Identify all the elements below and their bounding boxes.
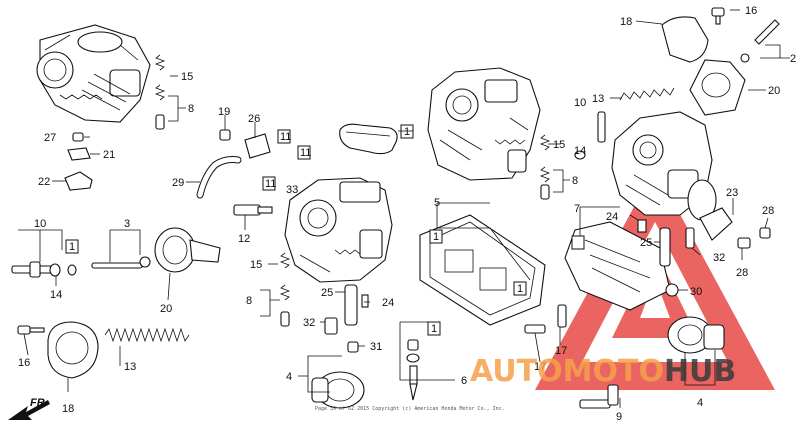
callout-16-top: 16	[745, 5, 757, 17]
fuel-rail-part	[564, 221, 671, 311]
callout-25-right: 25	[640, 237, 652, 249]
callout-28-b: 28	[736, 267, 748, 279]
gasket-part	[339, 123, 398, 155]
callout-17-b: 17	[534, 361, 546, 373]
carburetor-assembly-top-left	[36, 24, 151, 123]
callout-14-left: 14	[50, 289, 62, 301]
watermark-text: AUTOMOTOHUB	[470, 354, 736, 389]
callout-14-top: 14	[574, 145, 586, 157]
callout-8-left: 8	[188, 103, 194, 115]
center-lower-parts	[311, 304, 725, 409]
callout-18-bottom: 18	[62, 403, 74, 415]
callout-17-a: 17	[555, 345, 567, 357]
callout-9: 9	[616, 411, 622, 423]
callout-32-right: 32	[713, 252, 725, 264]
callout-4-left: 4	[286, 371, 292, 383]
callout-8-right: 8	[572, 175, 578, 187]
callout-10-left: 10	[34, 218, 46, 230]
callout-32-mid: 32	[303, 317, 315, 329]
callout-15-mid: 15	[250, 259, 262, 271]
callout-19: 19	[218, 106, 230, 118]
left-small-parts	[64, 54, 369, 353]
carburetor-assembly-right	[611, 111, 717, 221]
front-direction-arrow	[8, 400, 50, 420]
callout-1-needle: 1	[431, 323, 437, 335]
carburetor-assembly-top-center	[427, 67, 541, 181]
callout-28-a: 28	[762, 205, 774, 217]
callout-24-mid: 24	[382, 297, 394, 309]
leader-lines	[18, 9, 790, 408]
callout-11-a: 11	[280, 131, 291, 143]
callout-1-bowl: 1	[433, 231, 439, 243]
right-top-parts	[539, 7, 780, 297]
callout-33: 33	[286, 184, 298, 196]
callout-1-left: 1	[69, 241, 75, 253]
float-chamber-assembly	[419, 214, 546, 326]
carburetor-assembly-center	[284, 177, 393, 283]
callout-labels: 18 16 2 20 13 10 14 15 8 1 15 8 19 26 11…	[18, 5, 796, 423]
callout-6: 6	[461, 375, 467, 387]
callout-29: 29	[172, 177, 184, 189]
watermark-text-group: AUTOMOTOHUB	[470, 354, 736, 389]
callout-20-top: 20	[768, 85, 780, 97]
callout-27: 27	[44, 132, 56, 144]
callout-18-top: 18	[620, 16, 632, 28]
callout-11-c: 11	[265, 178, 276, 190]
callout-31: 31	[370, 341, 382, 353]
callout-10-top: 10	[574, 97, 586, 109]
callout-24-right: 24	[606, 211, 618, 223]
callout-25-mid: 25	[321, 287, 333, 299]
callout-8-mid: 8	[246, 295, 252, 307]
callout-16-bottom: 16	[18, 357, 30, 369]
copyright-text: Page 39 of 62 2015 Copyright (c) America…	[315, 406, 505, 412]
callout-13-bottom: 13	[124, 361, 136, 373]
callout-20-left: 20	[160, 303, 172, 315]
callout-1-bowl-right: 1	[517, 283, 523, 295]
callout-12: 12	[238, 233, 250, 245]
callout-26: 26	[248, 113, 260, 125]
callout-22: 22	[38, 176, 50, 188]
callout-30: 30	[690, 286, 702, 298]
callout-13-top: 13	[592, 93, 604, 105]
callout-15-left: 15	[181, 71, 193, 83]
callout-4-right: 4	[697, 397, 703, 409]
callout-11-b: 11	[300, 147, 311, 159]
callout-15-right: 15	[553, 139, 565, 151]
fr-label: FR.	[30, 397, 48, 409]
callout-21: 21	[103, 149, 115, 161]
callout-2: 2	[790, 53, 796, 65]
callout-7: 7	[574, 203, 580, 215]
boxed-callouts	[65, 124, 585, 336]
callout-1-gasket: 1	[404, 126, 410, 138]
left-lower-parts	[11, 227, 221, 379]
callout-23: 23	[726, 187, 738, 199]
callout-5: 5	[434, 197, 440, 209]
callout-3: 3	[124, 218, 130, 230]
